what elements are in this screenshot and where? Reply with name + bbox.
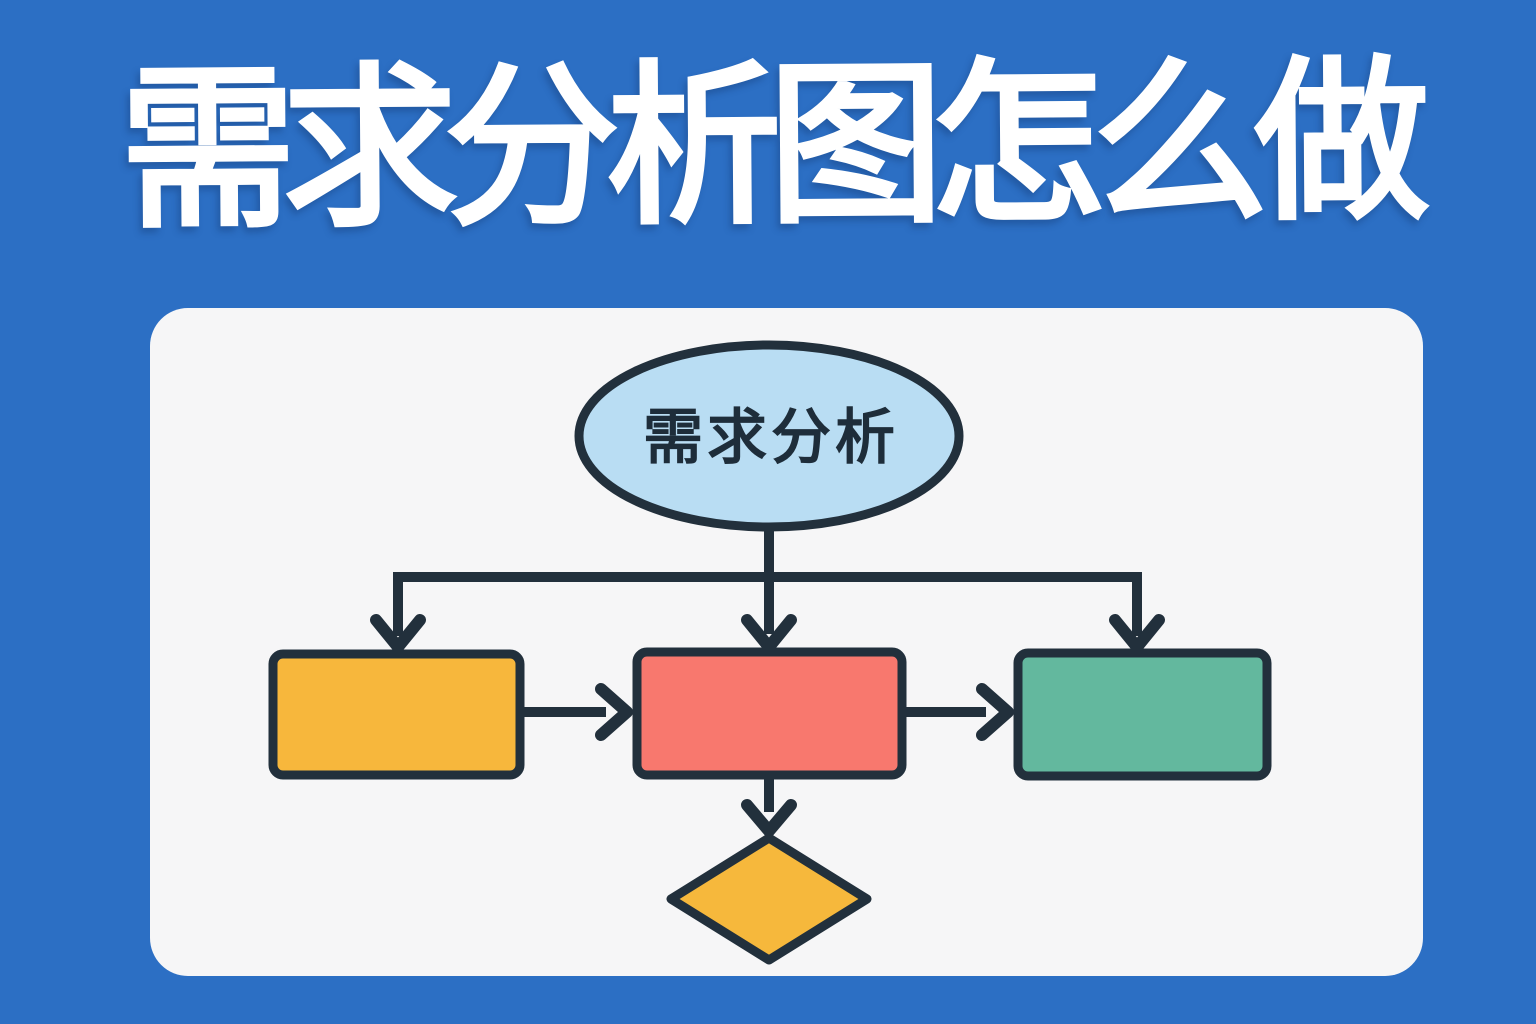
arrow-right-into-center-box-icon [595, 683, 633, 741]
node-left-process [268, 649, 525, 780]
connector-distributor [393, 572, 1142, 636]
arrow-down-into-right-box-icon [1109, 614, 1165, 653]
arrow-down-into-center-box-icon [741, 614, 797, 653]
node-root-ellipse [574, 340, 964, 532]
connectors [370, 524, 1165, 837]
arrow-down-into-decision-icon [741, 799, 797, 837]
node-decision-diamond [666, 833, 872, 965]
arrow-down-into-left-box-icon [370, 614, 426, 653]
flowchart-card [150, 308, 1423, 976]
node-center-process [632, 647, 907, 780]
node-root-label: 需求分析 [643, 403, 899, 473]
node-right-process [1013, 648, 1272, 781]
arrow-right-into-right-box-icon [976, 683, 1014, 741]
